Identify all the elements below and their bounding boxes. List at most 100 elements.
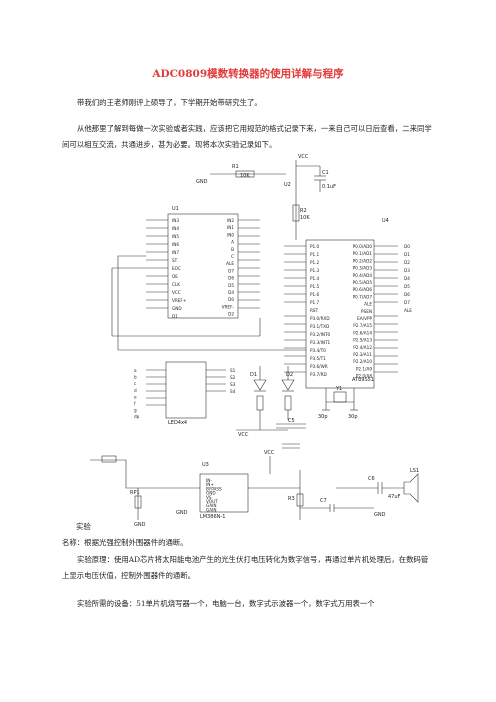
adc-left-pin-name: ST	[172, 258, 178, 263]
mcu-right-pin-name: P2.4/A12	[353, 345, 372, 350]
mcu-left-pin-name: P3.3/INT1	[310, 340, 331, 345]
mcu-left-pin-name: P1.4	[310, 276, 320, 281]
adc-right-pin-name: A	[231, 240, 234, 245]
adc-right-pin-name: IN2	[227, 218, 234, 223]
adc-right-pin-name: D5	[228, 283, 234, 288]
d1-label: D1	[250, 372, 257, 378]
adc-right-stubs	[238, 219, 260, 309]
mcu-left-pin-name: P1.2	[310, 260, 320, 265]
vcc-label-amp: VCC	[264, 450, 275, 456]
adc-left-pin-name: CLK	[172, 282, 180, 287]
mcu-right-pin-name: P2.7/A15	[353, 323, 372, 328]
mcu-right-pin-name: P0.3/AD3	[353, 266, 373, 271]
segment-display-body	[165, 361, 207, 419]
amp-part-label: LM386N-1	[200, 514, 225, 520]
adc-left-pin-name: D1	[172, 314, 178, 319]
net-label: D0	[404, 244, 410, 249]
rp-label: RP1	[130, 490, 140, 496]
mcu-left-pin-name: P1.1	[310, 252, 320, 257]
mcu-left-pin-name: P3.2/INT0	[310, 332, 331, 337]
mcu-right-pin-name: P0.7/AD7	[353, 294, 373, 299]
experiment-principle: 实验原理：使用AD芯片将太阳能电池产生的光生伏打电压转化为数字信号，再通过单片机…	[62, 555, 429, 580]
mcu-left-stubs	[284, 245, 306, 373]
digit-select-label: S1	[230, 368, 236, 373]
segment-line-label: d	[134, 388, 137, 393]
segment-line-label: f	[134, 401, 136, 406]
mcu-right-pin-name: P2.2/A10	[353, 359, 372, 364]
vcc-label: VCC	[298, 154, 309, 160]
amp-pin-name: BYPASS	[206, 486, 222, 491]
mcu-pin-names: P1.0P1.1P1.2P1.3P1.4P1.5P1.6P1.7RSTP3.0/…	[310, 244, 372, 379]
r2-label: R2	[300, 208, 307, 214]
mcu-left-pin-name: P3.0/RXD	[310, 316, 330, 321]
vcc-label-low: VCC	[238, 432, 249, 438]
segment-line-label: e	[134, 394, 137, 399]
net-label: D3	[404, 268, 410, 273]
amp-pin-name: IN-	[206, 478, 212, 483]
adc-left-pin-name: VREF+	[172, 298, 187, 303]
adc-left-pin-name: IN7	[172, 250, 179, 255]
crystal-label: Y1	[335, 386, 342, 392]
amp-pin-name: VS	[206, 495, 212, 500]
digit-select-label: S4	[230, 389, 236, 394]
adc-right-pin-name: D0	[228, 297, 234, 302]
segment-line-label: a	[134, 368, 137, 373]
adc-right-pin-name: ALE	[226, 261, 234, 266]
adc-right-pin-name: D7	[228, 268, 234, 273]
net-label: D1	[404, 252, 410, 257]
mcu-left-pin-name: P1.3	[310, 268, 320, 273]
adc-left-pin-name: VCC	[172, 290, 181, 295]
crystal-cap-1: 30p	[318, 414, 328, 420]
gnd-label-amp: GND	[176, 510, 188, 516]
net-label: D6	[404, 292, 410, 297]
amp-pin-name: VOUT	[206, 499, 218, 504]
adc-right-pin-name: D4	[228, 290, 234, 295]
u1-label: U1	[172, 206, 179, 212]
gnd-label-top: GND	[196, 179, 208, 185]
segment-part-label: LED4x4	[168, 420, 187, 426]
mcu-left-pin-name: P1.0	[310, 244, 320, 249]
mcu-right-pin-name: P2.5/A13	[353, 338, 372, 343]
adc-left-pin-name: EOC	[172, 266, 181, 271]
mcu-left-pin-name: P3.7/RD	[310, 372, 327, 377]
adc-left-pin-name: OE	[172, 274, 178, 279]
mcu-left-pin-name: P3.5/T1	[310, 356, 326, 361]
gnd-label-rp: GND	[134, 522, 146, 528]
document-title: ADC0809模数转换器的使用详解与程序	[152, 68, 344, 80]
mcu-left-pin-name: P3.1/TXD	[310, 324, 329, 329]
purpose-paragraph: 从他那里了解到每做一次实验或者实践，应该把它用规范的格式记录下来，一来自己可以日…	[62, 124, 432, 149]
net-label: D5	[404, 284, 410, 289]
adc-right-pin-name: B	[231, 247, 234, 252]
mcu-right-pin-name: P0.6/AD6	[353, 287, 373, 292]
adc-left-pin-name: GND	[172, 306, 182, 311]
amp-pin-name: GAIN	[206, 503, 216, 508]
mcu-left-pin-name: P1.5	[310, 284, 320, 289]
r1-value: 10K	[240, 173, 250, 179]
mcu-left-pin-name: P1.7	[310, 300, 320, 305]
segment-stubs	[146, 369, 226, 406]
r1-label: R1	[232, 164, 239, 170]
experiment-name: 名称：根据光强控制外围器件的通断。	[62, 538, 188, 547]
amp-pin-name: GAIN	[206, 507, 216, 512]
mcu-left-pin-name: P3.6/WR	[310, 364, 328, 369]
crystal-cap-2: 30p	[348, 414, 358, 420]
amp-pin-name: IN+	[206, 482, 214, 487]
mcu-right-pin-name: ALE	[364, 302, 372, 307]
digit-select-label: S2	[230, 375, 236, 380]
adc-pin-names: IN3IN4IN5IN6IN7STEOCOECLKVCCVREF+GNDD1IN…	[172, 218, 234, 319]
mcu-part-label: AT89S51	[352, 377, 374, 383]
adc-right-pin-name: C	[231, 254, 234, 259]
adc-right-pin-name: IN1	[227, 225, 234, 230]
net-label: D2	[404, 260, 410, 265]
r3-label: R3	[288, 496, 295, 502]
mcu-right-pin-name: P0.1/AD1	[353, 251, 373, 256]
mcu-left-pin-name: P3.4/T0	[310, 348, 326, 353]
net-label: D7	[404, 300, 410, 305]
mcu-right-pin-name: P0.0/AD0	[353, 244, 373, 249]
u4-label: U4	[382, 218, 389, 224]
mcu-right-pin-name: P0.5/AD5	[353, 280, 373, 285]
amp-pin-name: GND	[206, 491, 216, 496]
c6-label: C6	[368, 476, 375, 482]
net-label: ALE	[404, 308, 412, 313]
